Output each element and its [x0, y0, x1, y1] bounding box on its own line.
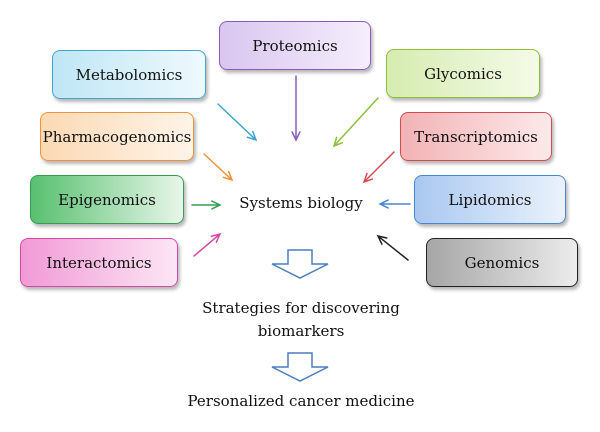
personalized-medicine-label: Personalized cancer medicine: [187, 392, 415, 410]
interactomics-arrow: [193, 232, 222, 257]
glycomics-arrow: [332, 97, 379, 148]
down-block-arrow-1: [271, 249, 329, 279]
genomics-box: Genomics: [426, 238, 578, 287]
transcriptomics-box: Transcriptomics: [400, 112, 552, 161]
proteomics-arrow: [291, 75, 301, 142]
epigenomics-box: Epigenomics: [30, 175, 184, 224]
genomics-arrow: [376, 234, 409, 261]
lipidomics-arrow: [378, 199, 411, 209]
down-block-arrow-2: [271, 352, 329, 382]
pharmacogenomics-arrow: [203, 153, 234, 182]
lipidomics-box: Lipidomics: [414, 175, 566, 224]
interactomics-box: Interactomics: [20, 238, 178, 287]
strategies-label-line2: biomarkers: [257, 322, 345, 340]
epigenomics-arrow: [191, 200, 222, 210]
pharmacogenomics-box: Pharmacogenomics: [40, 112, 194, 161]
strategies-label-line1: Strategies for discovering: [202, 299, 400, 317]
metabolomics-box: Metabolomics: [52, 50, 206, 99]
systems-biology-label: Systems biology: [239, 194, 363, 212]
proteomics-box: Proteomics: [219, 21, 371, 70]
metabolomics-arrow: [217, 103, 258, 142]
transcriptomics-arrow: [362, 151, 395, 184]
glycomics-box: Glycomics: [386, 49, 540, 98]
